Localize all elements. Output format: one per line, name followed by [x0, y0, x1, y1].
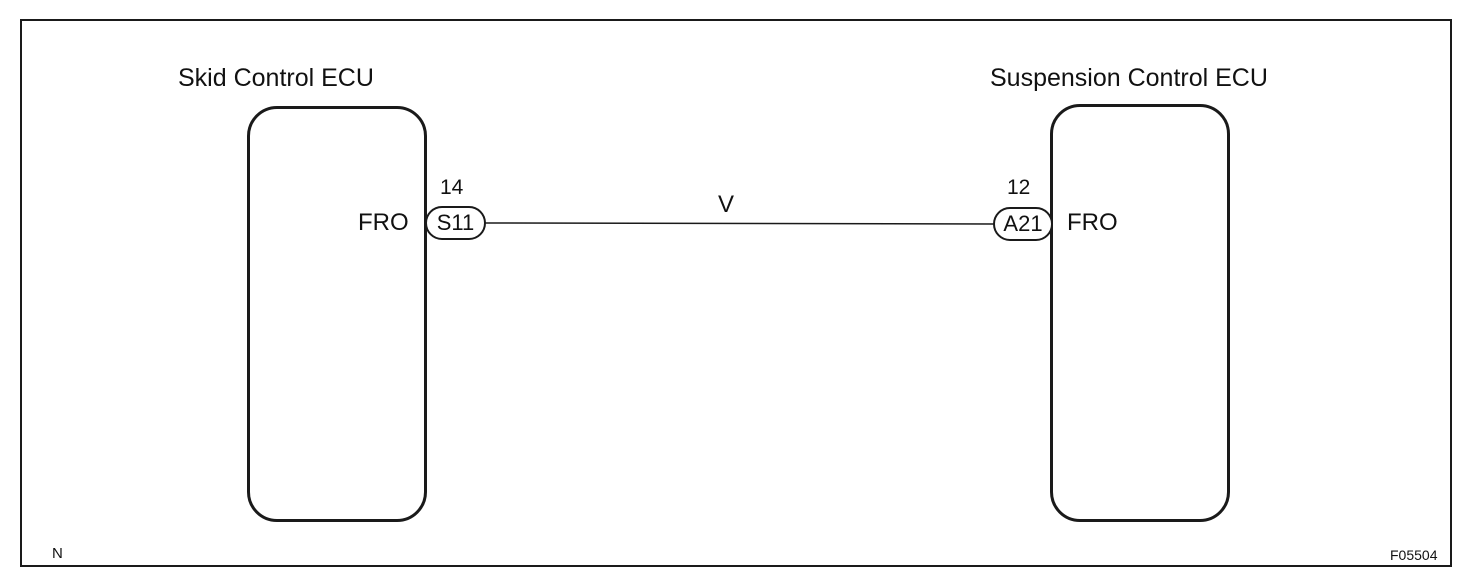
suspension-control-ecu-terminal-label: FRO	[1067, 209, 1118, 236]
suspension-control-ecu-box	[1050, 104, 1230, 522]
skid-control-ecu-terminal-label: FRO	[358, 209, 409, 236]
skid-control-ecu-title: Skid Control ECU	[178, 64, 374, 92]
connector-s11: S11	[425, 206, 486, 240]
skid-control-ecu-pin-number: 14	[440, 176, 464, 199]
corner-mark-left: N	[52, 545, 63, 562]
signal-wire	[483, 222, 995, 225]
skid-control-ecu-box	[247, 106, 427, 522]
connector-a21: A21	[993, 207, 1053, 241]
figure-code: F05504	[1390, 547, 1438, 563]
suspension-control-ecu-pin-number: 12	[1007, 176, 1031, 199]
suspension-control-ecu-title: Suspension Control ECU	[990, 64, 1268, 92]
wire-color-code: V	[718, 191, 735, 218]
diagram-frame	[20, 19, 1452, 567]
